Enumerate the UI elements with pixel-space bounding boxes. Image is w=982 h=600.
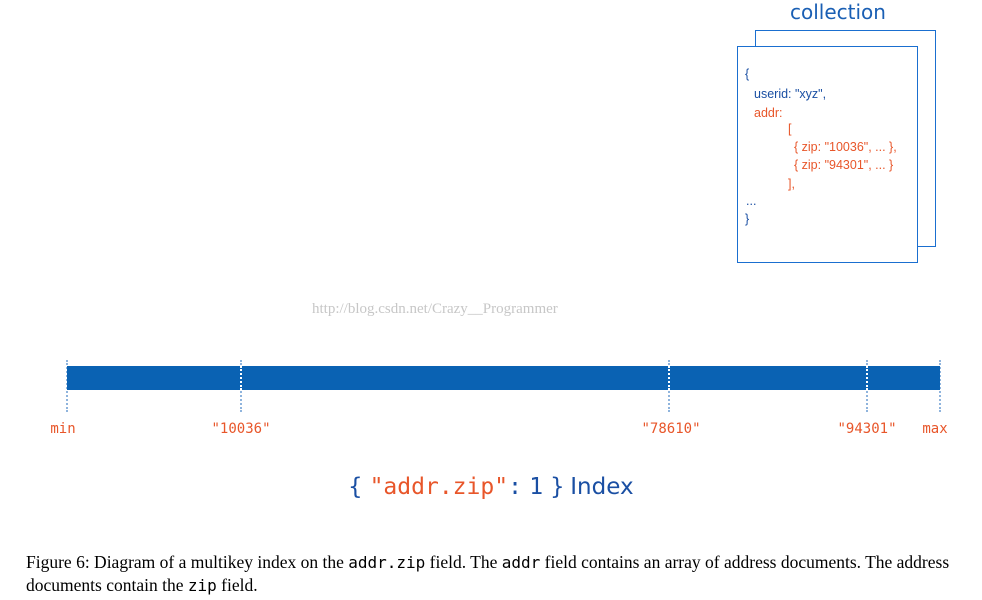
collection-document-front: { userid: "xyz", addr: [ { zip: "10036",…: [737, 46, 918, 263]
caption-part-2: field. The: [425, 552, 502, 572]
doc-line-zip-1: { zip: "10036", ... },: [794, 140, 897, 154]
caption-code-zip: zip: [187, 576, 217, 595]
label-max: max: [922, 421, 948, 437]
collection-title: collection: [790, 0, 886, 24]
caption-part-4: field.: [216, 575, 258, 595]
doc-line-open-brace: {: [745, 67, 750, 81]
caption-part-3: field contains an array of address docum…: [26, 552, 950, 595]
label-94301: "94301": [837, 421, 897, 437]
doc-line-array-close: ],: [788, 177, 795, 191]
figure-caption: Figure 6: Diagram of a multikey index on…: [26, 551, 966, 597]
watermark: http://blog.csdn.net/Crazy__Programmer: [312, 301, 558, 317]
doc-line-zip-2: { zip: "94301", ... }: [794, 158, 894, 172]
tick-94301-on-bar: [866, 366, 868, 390]
spec-colon: :: [508, 474, 522, 500]
spec-open-brace: {: [348, 474, 363, 500]
doc-line-userid: userid: "xyz",: [754, 87, 827, 101]
spec-close-brace: }: [550, 474, 565, 500]
spec-value: 1: [529, 474, 544, 500]
spec-index-word: Index: [570, 474, 634, 500]
spec-field: "addr.zip": [369, 474, 509, 500]
label-10036: "10036": [211, 421, 271, 437]
tick-10036-on-bar: [240, 366, 242, 390]
doc-line-close-brace: }: [745, 212, 750, 226]
index-diagram: min "10036" "78610" "94301" max: [50, 360, 948, 437]
label-78610: "78610": [641, 421, 701, 437]
tick-max: [939, 360, 941, 412]
index-spec: { "addr.zip": 1 }Index: [0, 474, 982, 500]
doc-line-addr: addr:: [754, 106, 783, 120]
label-min: min: [50, 421, 76, 437]
caption-code-addr-zip: addr.zip: [348, 553, 426, 572]
tick-78610-on-bar: [668, 366, 670, 390]
caption-code-addr: addr: [501, 553, 541, 572]
doc-line-ellipsis: ...: [746, 194, 757, 208]
caption-part-1: Figure 6: Diagram of a multikey index on…: [26, 552, 349, 572]
doc-line-array-open: [: [788, 122, 792, 136]
index-bar: [67, 366, 940, 390]
